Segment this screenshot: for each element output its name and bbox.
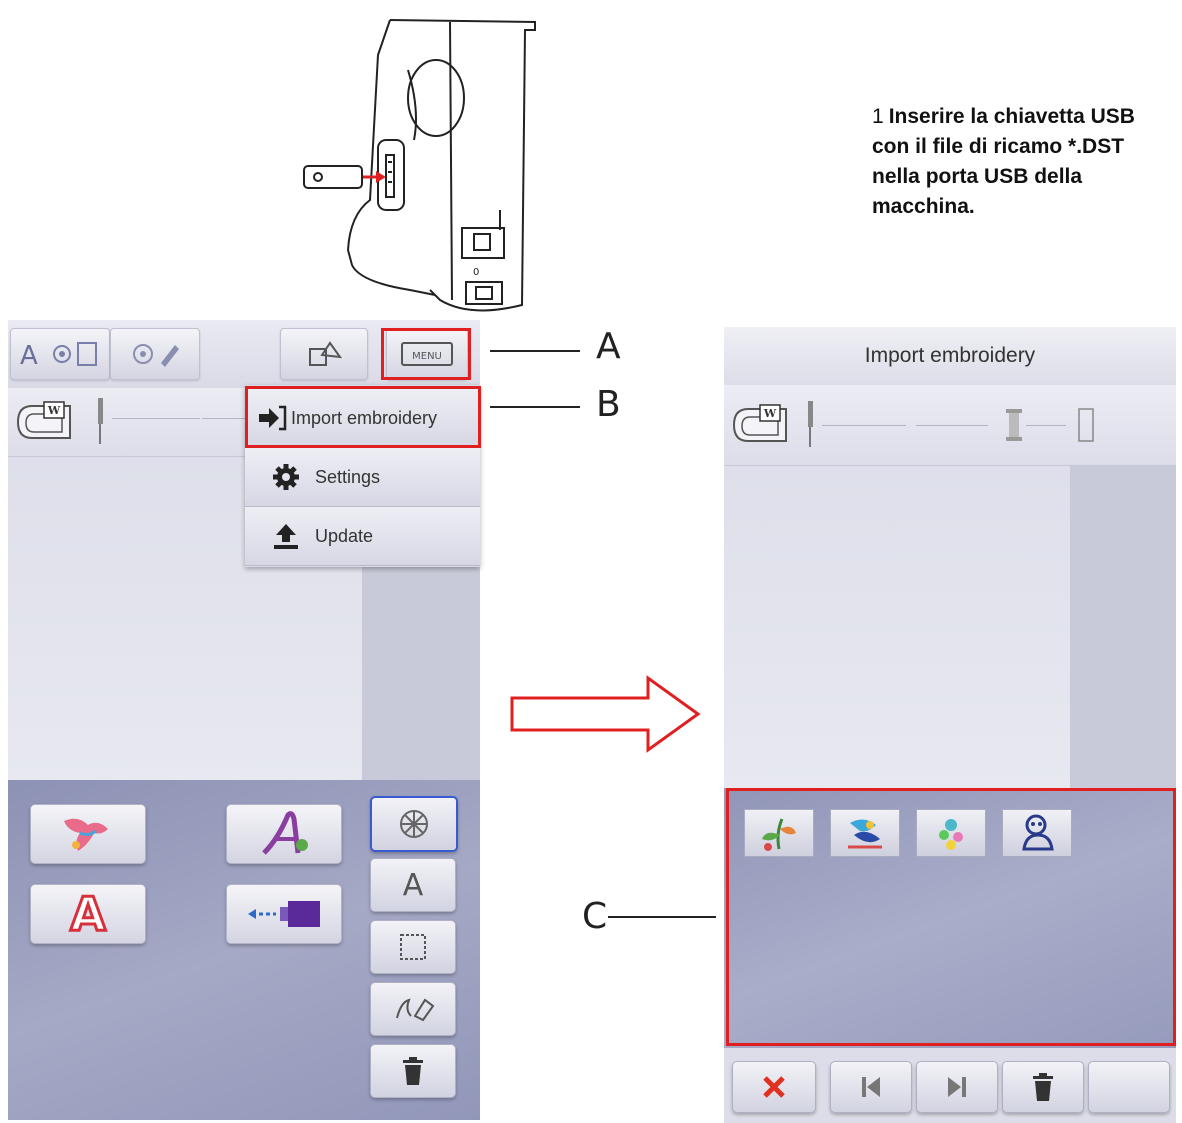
letter-flower-frame-icon: A [20, 341, 97, 370]
trash-icon [1033, 1073, 1053, 1101]
menu-item-update[interactable]: Update [245, 507, 480, 566]
hoop-icon: W [16, 401, 71, 439]
preview-canvas [724, 466, 1070, 788]
menu-icon: MENU [401, 342, 453, 366]
confirm-button[interactable] [1088, 1061, 1170, 1113]
svg-text:W: W [763, 407, 777, 420]
usb-stick-icon [248, 901, 320, 927]
file-area-highlight [726, 788, 1176, 1046]
step-number: 1 [872, 105, 884, 128]
design-thumbnail-1[interactable] [744, 809, 814, 857]
design-2 [848, 819, 882, 849]
mode-embroidery-tab[interactable]: A [10, 328, 110, 380]
design-category-panel: A A [8, 780, 480, 1120]
first-design-button[interactable] [830, 1061, 912, 1113]
gear-icon [271, 462, 301, 492]
builtin-designs-button[interactable] [30, 804, 146, 864]
menu-item-label: Settings [315, 466, 381, 487]
trash-icon [403, 1057, 423, 1085]
design-thumbnail-3[interactable] [916, 809, 986, 857]
menu-item-label: Import embroidery [291, 407, 438, 428]
canvas-side-column [1070, 466, 1176, 788]
callout-b: B [596, 384, 621, 425]
font-designs-button[interactable] [226, 804, 342, 864]
svg-text:0: 0 [473, 267, 479, 278]
menu-item-settings[interactable]: Settings [245, 448, 480, 507]
side-delete-button[interactable] [370, 1044, 456, 1098]
mode-edit-tab[interactable] [110, 328, 200, 380]
last-icon [948, 1077, 966, 1097]
flower-pencil-icon [133, 344, 179, 367]
menu-item-import-embroidery[interactable]: Import embroidery [245, 389, 480, 448]
sewing-machine-illustration: 0 [303, 19, 536, 312]
hoop-icon: W [732, 404, 787, 442]
needle-icon [98, 398, 103, 444]
needle-icon [808, 401, 813, 447]
shapes-icon [309, 341, 343, 366]
callout-a: A [596, 326, 621, 367]
thread-status-bar: W [724, 385, 1176, 466]
layout-button[interactable] [280, 328, 368, 380]
spool-icon [1006, 409, 1022, 441]
colorful-design-icon [64, 818, 108, 851]
side-frame-button[interactable] [370, 920, 456, 974]
design-3 [939, 819, 963, 850]
monogram-button[interactable]: A [30, 884, 146, 944]
step-text: Inserire la chiavetta USB con il file di… [872, 105, 1135, 218]
usb-import-button[interactable] [226, 884, 342, 944]
main-menu-dropdown: Import embroidery Settings Update [245, 385, 480, 567]
flower-icon [400, 810, 428, 838]
delete-design-button[interactable] [1002, 1061, 1084, 1113]
side-letter-button[interactable]: A [370, 858, 456, 912]
menu-button[interactable]: MENU [386, 328, 468, 380]
screen-title: Import embroidery [724, 327, 1176, 386]
import-embroidery-highlight [245, 386, 481, 448]
bobbin-icon [1078, 408, 1094, 442]
import-arrow-icon [257, 403, 287, 433]
script-letter-icon [262, 811, 308, 855]
design-thumbnail-2[interactable] [830, 809, 900, 857]
svg-text:W: W [47, 404, 61, 417]
menu-icon-label: MENU [412, 351, 442, 362]
design-thumbnail-4[interactable] [1002, 809, 1072, 857]
frame-icon [400, 934, 426, 960]
right-machine-screen: Import embroidery W [724, 327, 1176, 1123]
upload-icon [271, 521, 301, 551]
first-icon [862, 1077, 880, 1097]
callout-c: C [582, 896, 608, 937]
transition-arrow-icon [510, 675, 701, 753]
design-4 [1022, 814, 1054, 851]
side-flower-button[interactable] [370, 796, 458, 852]
last-design-button[interactable] [916, 1061, 998, 1113]
monogram-letter-icon: A [69, 886, 108, 943]
menu-item-label: Update [315, 525, 374, 546]
side-edit-button[interactable] [370, 982, 456, 1036]
cancel-icon [763, 1076, 785, 1098]
letter-icon: A [402, 867, 424, 903]
svg-text:A: A [20, 341, 38, 370]
menu-button-highlight [381, 328, 471, 380]
design-1 [762, 818, 796, 851]
flower-eraser-icon [396, 998, 435, 1022]
cancel-button[interactable] [732, 1061, 816, 1113]
